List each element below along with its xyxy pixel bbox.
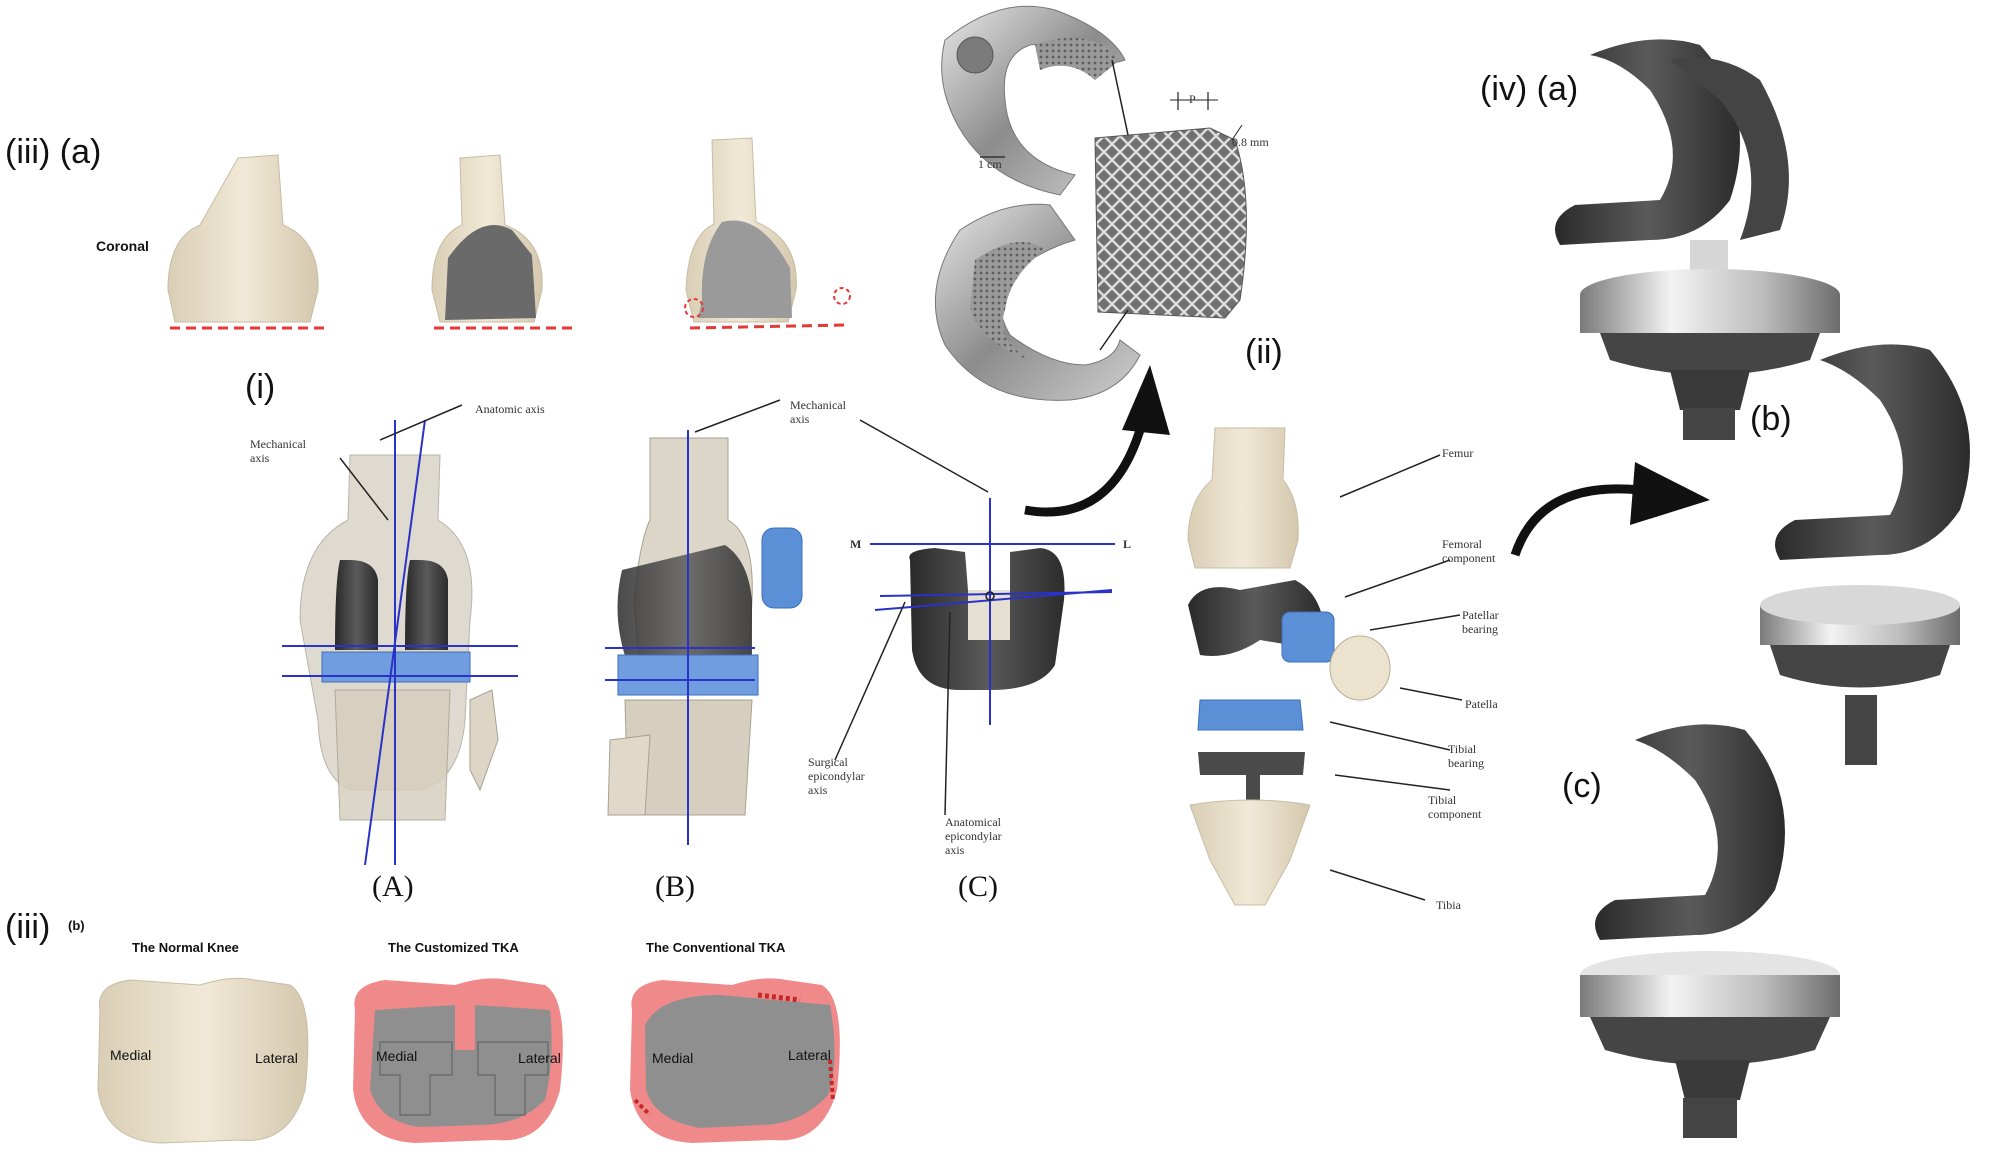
knee-axial-view-C: [834, 419, 1115, 816]
porous-femoral-implant-photo: [934, 5, 1141, 401]
label-i: (i): [245, 368, 276, 406]
lattice-structure-block: [1094, 59, 1247, 351]
label-iv-a: (iv) (a): [1480, 70, 1579, 108]
label-c-right: (c): [1562, 767, 1602, 805]
label-iii-a: (iii) (a): [5, 133, 102, 171]
axis-l-label: L: [1123, 537, 1132, 551]
conventional-medial-label: Medial: [652, 1050, 694, 1066]
mechanical-axis-label-b: Mechanical axis: [790, 398, 846, 426]
patellar-bearing-label: Patellar bearing: [1462, 608, 1499, 636]
label-iii-b-sub: (b): [68, 918, 85, 933]
anatomic-axis-line: [364, 419, 426, 866]
conventional-tka-title: The Conventional TKA: [646, 940, 786, 955]
cut-line: [689, 323, 847, 330]
label-b-right: (b): [1750, 400, 1792, 438]
custom-medial-label: Medial: [376, 1048, 418, 1064]
tibial-bearing-label: Tibial bearing: [1448, 742, 1484, 770]
tka-variant-b: [1760, 344, 1970, 765]
axis-m-label: M: [850, 537, 862, 551]
normal-knee-title: The Normal Knee: [132, 940, 239, 955]
exploded-tka-components: [1187, 427, 1463, 906]
mechanical-axis-label-a: Mechanical axis: [250, 437, 306, 465]
scale-1cm-label: 1 cm: [978, 157, 1002, 171]
label-coronal: Coronal: [96, 238, 149, 254]
label-iii-b: (iii): [5, 908, 51, 946]
surgical-epicondylar-label: Surgical epicondylar axis: [808, 755, 865, 797]
tka-variant-a: [1555, 39, 1840, 440]
tibia-label: Tibia: [1436, 898, 1461, 912]
tibia-plateau-conventional: [630, 978, 840, 1143]
femoral-component-label: Femoral component: [1442, 537, 1496, 565]
knee-side-view-B: [605, 399, 803, 845]
patella-label: Patella: [1465, 697, 1498, 711]
conventional-lateral-label: Lateral: [788, 1047, 831, 1063]
tibia-plateau-customized: [353, 978, 563, 1143]
label-B: (B): [655, 870, 695, 903]
anatomical-epicondylar-label: Anatomical epicondylar axis: [945, 815, 1002, 857]
tka-variant-c: [1580, 724, 1840, 1138]
coronal-femur-normal: [167, 154, 328, 330]
label-A: (A): [372, 870, 414, 903]
coronal-femur-custom-cut: [684, 137, 851, 330]
label-ii: (ii): [1245, 333, 1283, 371]
label-C: (C): [958, 870, 998, 903]
custom-lateral-label: Lateral: [518, 1050, 561, 1066]
coronal-femur-conventional-cut: [431, 154, 578, 330]
tibial-component-label: Tibial component: [1428, 793, 1482, 821]
normal-medial-label: Medial: [110, 1047, 152, 1063]
normal-lateral-label: Lateral: [255, 1050, 298, 1066]
strut-thickness-label: 0.8 mm: [1232, 135, 1269, 149]
customized-tka-title: The Customized TKA: [388, 940, 519, 955]
knee-front-view-A: [282, 404, 518, 866]
anatomic-axis-label: Anatomic axis: [475, 402, 545, 416]
curved-arrow-up: [1024, 365, 1170, 517]
curved-arrow-right: [1510, 462, 1710, 557]
femur-label: Femur: [1442, 446, 1474, 460]
pore-size-label: P: [1189, 92, 1196, 106]
tibia-plateau-normal: [97, 977, 309, 1144]
